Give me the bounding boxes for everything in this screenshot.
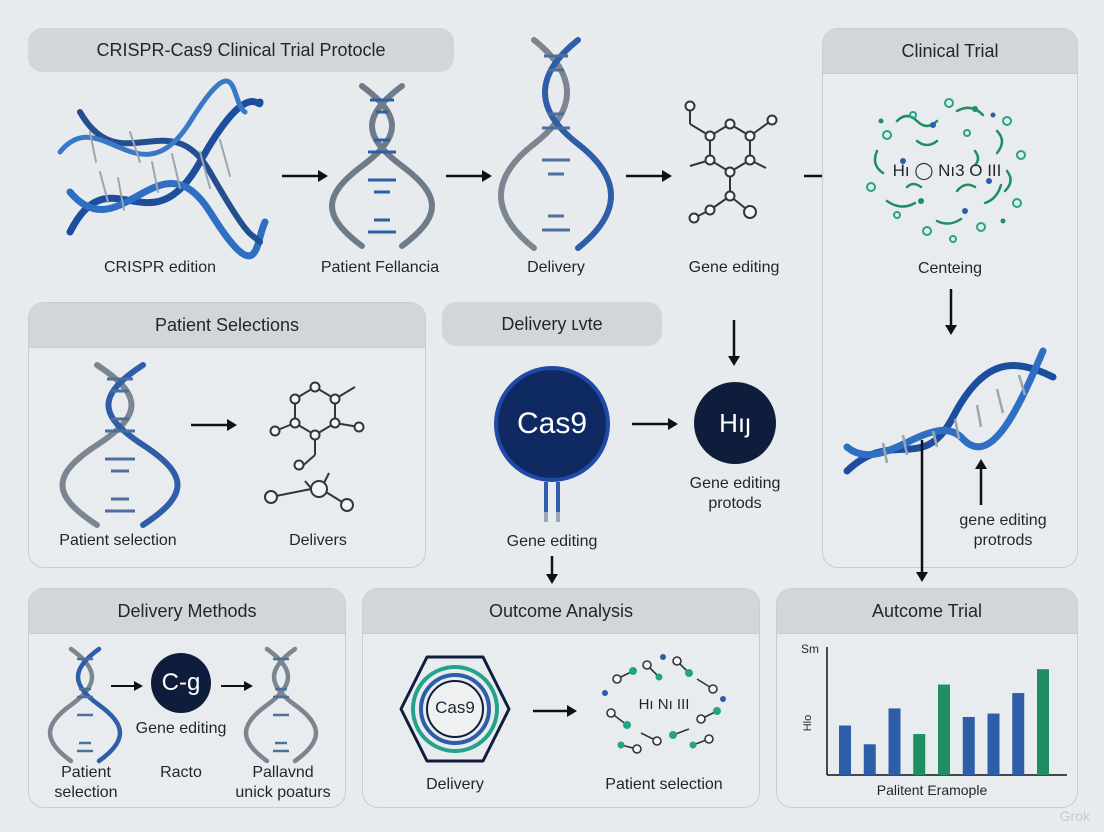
delivery-methods-panel: Delivery Methods C-g Gene editing Patien… xyxy=(28,588,346,808)
arrow-right-icon xyxy=(191,419,237,431)
hij-node: Hıȷ xyxy=(694,382,776,464)
delivery-methods-left-label: Patient selection xyxy=(41,763,131,803)
outcome-analysis-title-text: Outcome Analysis xyxy=(488,600,634,621)
molecule-icon xyxy=(684,100,778,224)
dna-helix-icon xyxy=(498,37,614,251)
dna-helix-icon xyxy=(47,646,123,764)
chart-bars xyxy=(839,669,1049,775)
molecule-icon xyxy=(264,381,365,512)
delivery-methods-right-label: Pallavnd unick poaturs xyxy=(227,763,339,803)
delivery-vte-title: Delivery ʟvte xyxy=(442,302,662,346)
hex-caption: Delivery xyxy=(426,776,484,793)
crispr-dna-tangle-icon xyxy=(57,78,269,260)
chart-bar-7 xyxy=(987,713,1000,775)
hij-caption: Gene editing protods xyxy=(670,474,800,514)
patient-selection-label: Patient selection xyxy=(59,532,177,549)
molecular-cluster-icon xyxy=(602,654,726,754)
dna-helix-icon xyxy=(243,646,319,764)
cas9-node: Cas9 xyxy=(494,366,610,482)
cas9-stem-icon xyxy=(544,482,560,522)
chart-bar-3 xyxy=(888,708,901,775)
chart-bar-4 xyxy=(913,734,926,775)
outcome-analysis-title: Outcome Analysis xyxy=(363,589,759,634)
label-line: Pallavnd xyxy=(252,764,314,781)
label-line: Patient xyxy=(61,764,111,781)
arrow-down-icon xyxy=(728,320,740,366)
chart-y-top-label: Sm xyxy=(801,642,819,656)
arrow-down-icon xyxy=(916,440,928,582)
molecular-cluster-icon xyxy=(866,98,1026,243)
label-line: protrods xyxy=(973,532,1033,549)
dna-helix-icon xyxy=(329,83,435,249)
outcome-bar-chart: Sm Hlo Palitent Eramople xyxy=(801,642,1067,798)
cas9-node-label: Cas9 xyxy=(516,407,588,440)
autcome-trial-title-text: Autcome Trial xyxy=(871,600,983,621)
chart-bar-2 xyxy=(863,744,876,775)
step-delivery-label: Delivery xyxy=(527,259,585,276)
hij-node-label: Hıȷ xyxy=(719,407,751,438)
step-patient-fellancia-label: Patient Fellancia xyxy=(320,259,440,276)
patient-selections-title-text: Patient Selections xyxy=(154,314,300,335)
outcome-cluster-text: Hı Nı III xyxy=(638,696,690,713)
clinical-trial-bottom-label: gene editing protrods xyxy=(933,511,1073,551)
label-line: Gene editing xyxy=(689,475,781,492)
arrow-right-icon xyxy=(221,681,253,691)
dna-helix-icon xyxy=(843,347,1057,475)
clinical-trial-panel: Clinical Trial Hı ◯ Nı3 O III Centeing xyxy=(822,28,1078,568)
chart-y-axis-label: Hlo xyxy=(802,715,814,732)
delivery-methods-middle-label: Racto xyxy=(160,764,202,781)
label-line: protods xyxy=(708,495,762,512)
chart-bar-5 xyxy=(938,684,950,775)
outcome-cluster-caption: Patient selection xyxy=(605,776,723,793)
protocol-title: CRISPR-Cas9 Clinical Trial Protocle xyxy=(28,28,454,72)
autcome-trial-title: Autcome Trial xyxy=(777,589,1077,634)
delivers-label: Delivers xyxy=(289,532,347,549)
label-line: gene editing xyxy=(959,512,1047,529)
dna-helix-icon xyxy=(59,362,181,528)
arrow-right-icon xyxy=(626,170,672,182)
cluster-text: Hı ◯ Nı3 O III xyxy=(892,161,1002,180)
arrow-up-icon xyxy=(975,459,987,505)
clinical-trial-cluster-label: Centeing xyxy=(917,260,983,277)
delivery-methods-title: Delivery Methods xyxy=(29,589,345,634)
chart-x-axis-label: Palitent Eramople xyxy=(877,782,988,798)
autcome-trial-panel: Autcome Trial Sm Hlo Palitent Eramople xyxy=(776,588,1078,808)
arrow-down-icon xyxy=(546,556,558,584)
clinical-trial-title: Clinical Trial xyxy=(823,29,1077,74)
cas9-hexagon-icon xyxy=(399,655,511,763)
watermark: Grok xyxy=(1059,808,1090,824)
label-line: unick poaturs xyxy=(235,784,331,801)
patient-selections-panel: Patient Selections Patient s xyxy=(28,302,426,568)
arrow-right-icon xyxy=(632,418,678,430)
step-crispr-edition-label: CRISPR edition xyxy=(103,259,217,276)
chart-bar-1 xyxy=(839,725,851,775)
hex-label: Cas9 xyxy=(435,698,475,717)
arrow-right-icon xyxy=(282,170,328,182)
arrow-right-icon xyxy=(111,681,143,691)
outcome-analysis-panel: Outcome Analysis Cas9 Delivery Hı Nı III xyxy=(362,588,760,808)
delivery-methods-title-text: Delivery Methods xyxy=(117,600,257,621)
protocol-title-text: CRISPR-Cas9 Clinical Trial Protocle xyxy=(96,39,386,60)
cas9-caption: Gene editing xyxy=(506,533,598,550)
clinical-trial-title-text: Clinical Trial xyxy=(901,40,999,61)
c-g-caption: Gene editing xyxy=(135,720,227,737)
chart-bar-6 xyxy=(962,716,975,775)
arrow-down-icon xyxy=(945,289,957,335)
step-gene-editing-label: Gene editing xyxy=(688,259,780,276)
chart-bar-9 xyxy=(1037,669,1049,775)
arrow-right-icon xyxy=(446,170,492,182)
label-line: selection xyxy=(54,784,118,801)
delivery-vte-title-text: Delivery ʟvte xyxy=(501,313,603,334)
chart-bar-8 xyxy=(1012,693,1025,775)
arrow-right-icon xyxy=(533,705,577,717)
patient-selections-title: Patient Selections xyxy=(29,303,425,348)
c-g-badge-label: C-g xyxy=(161,669,201,696)
c-g-badge: C-g xyxy=(151,653,211,713)
